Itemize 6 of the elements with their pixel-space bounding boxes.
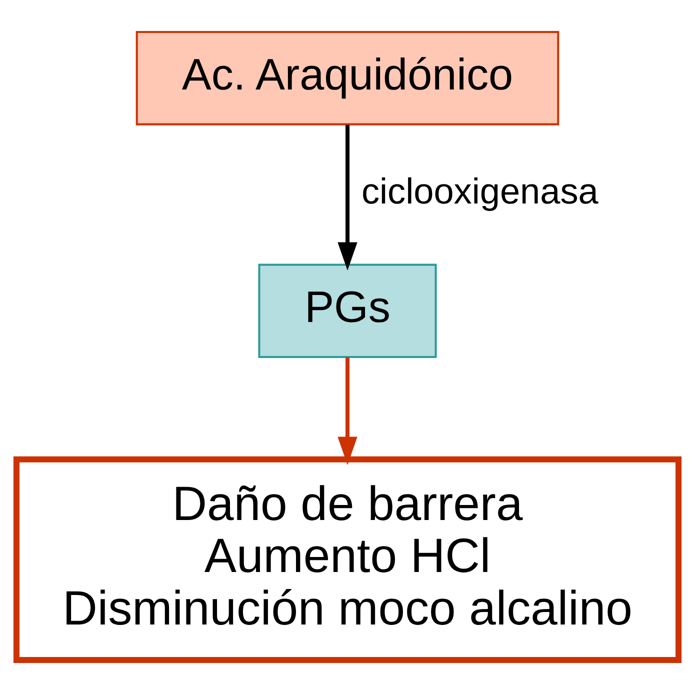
node-box: Ac. Araquidónico	[136, 31, 560, 126]
arrow	[338, 357, 358, 465]
arrow	[338, 124, 358, 270]
node-box: PGs	[258, 264, 437, 358]
node-box: Daño de barrera Aumento HCl Disminución moco alcalino	[13, 456, 682, 663]
edge-label: ciclooxigenasa	[361, 170, 598, 212]
